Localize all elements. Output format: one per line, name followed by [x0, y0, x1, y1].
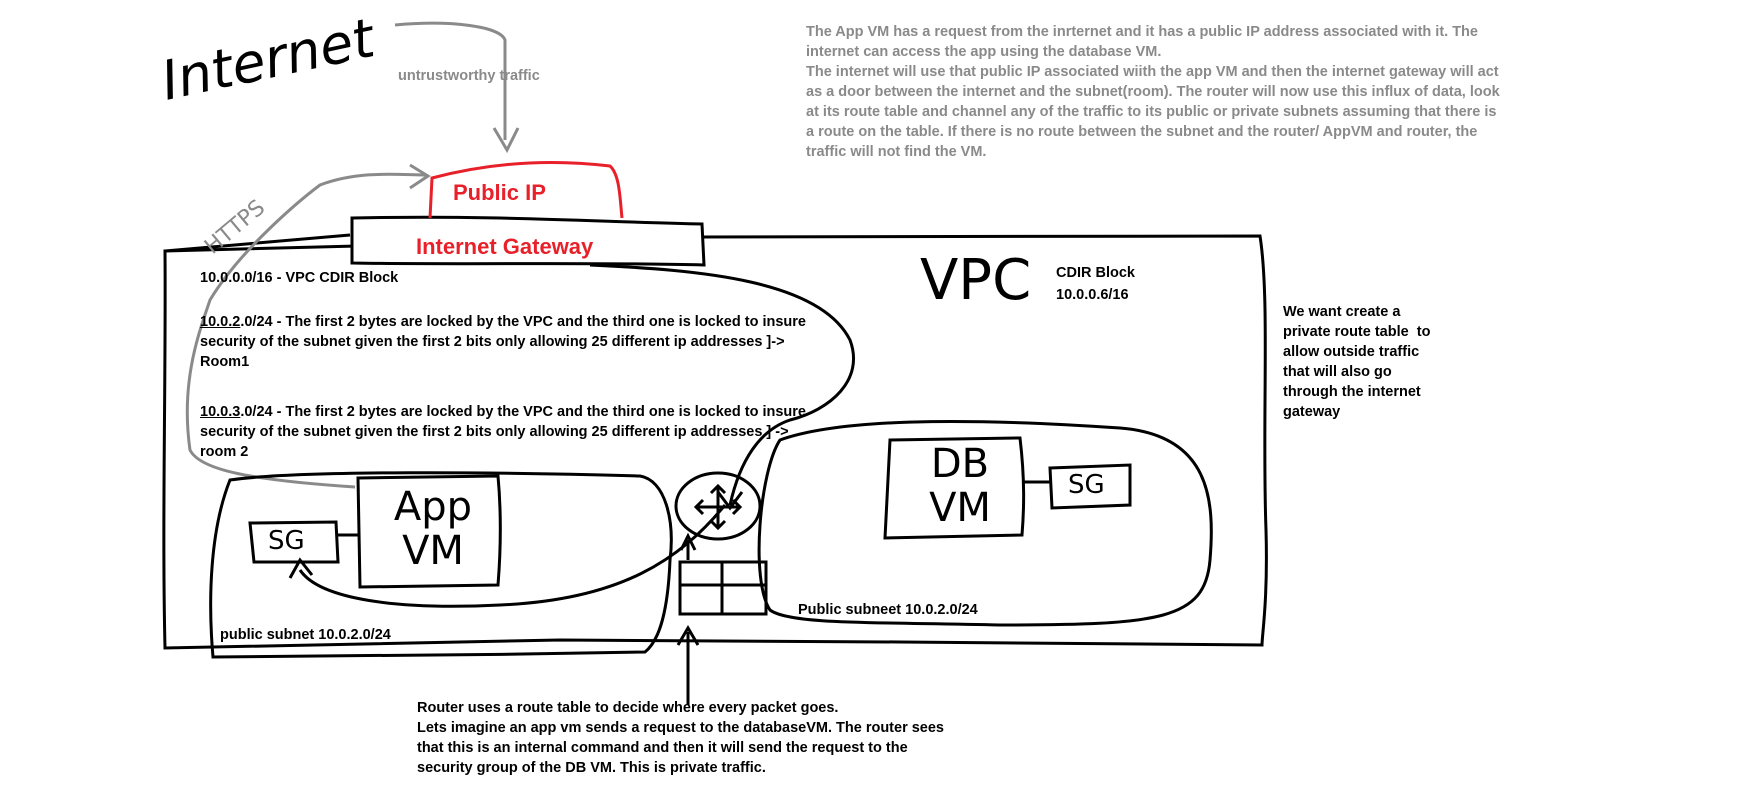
internet-gateway-box — [350, 215, 706, 267]
vpc-cdir-note: 10.0.0.0/16 - VPC CDIR Block — [200, 270, 399, 286]
subnet2-text: .0/24 - The first 2 bytes are locked by … — [200, 404, 811, 460]
router-arrows-icon — [693, 483, 743, 531]
public-ip-box — [428, 160, 624, 219]
db-vm-box — [883, 436, 1026, 540]
public-subnet-left — [209, 471, 673, 659]
https-arrow — [185, 163, 431, 489]
subnet2-prefix: 10.0.3 — [200, 404, 241, 420]
vpc-boundary — [162, 233, 1268, 650]
app-vm-label: App VM — [393, 484, 473, 574]
public-subnet-right — [757, 420, 1213, 627]
sg-left-label: SG — [268, 526, 305, 556]
subnet1-text: .0/24 - The first 2 bytes are locked by … — [200, 314, 811, 370]
public-subnet-left-label: public subnet 10.0.2.0/24 — [220, 627, 391, 643]
public-subnet-right-label: Public subneet 10.0.2.0/24 — [798, 602, 978, 618]
note-to-route-table-arrow — [676, 625, 700, 705]
app-vm-box — [356, 474, 502, 589]
internet-gateway-label: Internet Gateway — [416, 234, 594, 259]
subnet1-note: 10.0.2.0/24 - The first 2 bytes are lock… — [200, 312, 820, 372]
gateway-to-router-arrow — [589, 263, 856, 511]
sg-right-label: SG — [1068, 470, 1105, 500]
untrustworthy-traffic-label: untrustworthy traffic — [398, 68, 540, 84]
vpc-label: VPC — [920, 248, 1032, 313]
router-to-sg-arrow — [288, 504, 727, 608]
public-ip-label: Public IP — [453, 180, 546, 205]
sg-left-box — [248, 520, 340, 564]
top-right-note: The App VM has a request from the inrter… — [806, 24, 1500, 160]
router-icon — [674, 471, 762, 541]
sg-right-box — [1048, 463, 1132, 510]
db-vm-label: DB VM — [929, 441, 991, 531]
cdir-block-value: 10.0.0.6/16 — [1056, 287, 1129, 303]
right-side-note: We want create a private route table to … — [1283, 304, 1431, 420]
subnet1-prefix: 10.0.2 — [200, 314, 241, 330]
cdir-block-title: CDIR Block — [1056, 265, 1135, 281]
subnet2-note: 10.0.3.0/24 - The first 2 bytes are lock… — [200, 402, 820, 462]
bottom-note: Router uses a route table to decide wher… — [417, 700, 944, 776]
untrustworthy-traffic-arrow — [394, 21, 520, 154]
